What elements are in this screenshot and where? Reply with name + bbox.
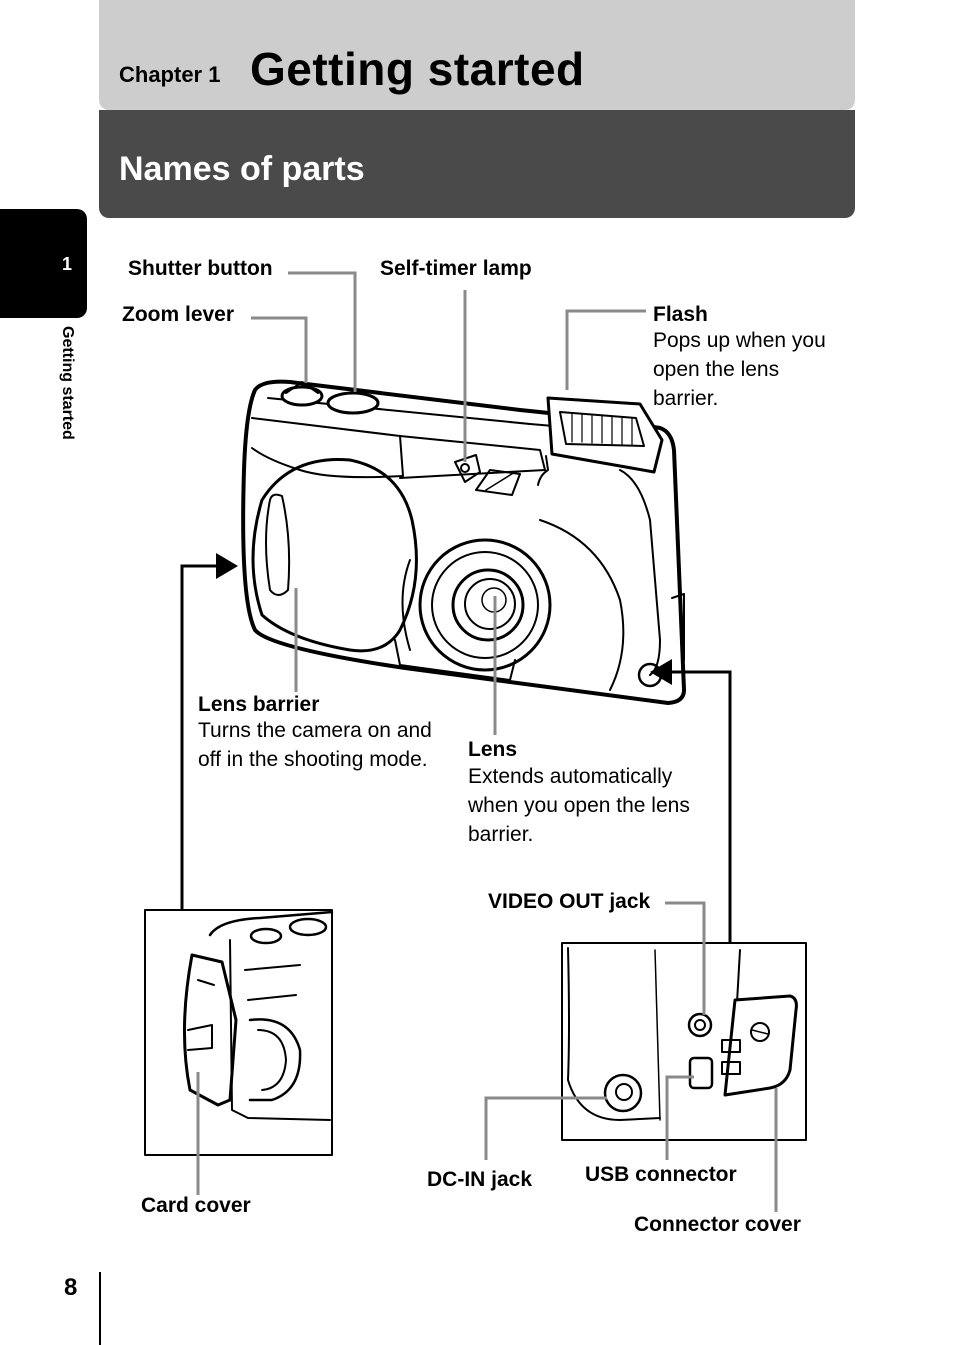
lens-description: Extends automatically when you open the … [468, 765, 690, 846]
label-lens: Lens [468, 738, 518, 761]
label-card-cover: Card cover [141, 1194, 251, 1217]
page-number: 8 [64, 1274, 78, 1301]
label-flash: Flash [653, 303, 708, 326]
chapter-side-tab [0, 209, 87, 318]
lens-barrier-description: Turns the camera on and off in the shoot… [198, 719, 432, 771]
chapter-header-band [99, 0, 855, 110]
label-lens-barrier: Lens barrier [198, 693, 320, 716]
side-tab-text: Getting started [59, 326, 76, 440]
label-shutter-button: Shutter button [128, 257, 273, 280]
section-header-band [99, 110, 855, 218]
side-tab-number: 1 [62, 254, 73, 274]
label-video-out-jack: VIDEO OUT jack [488, 890, 651, 913]
chapter-label: Chapter 1 [119, 62, 221, 87]
label-dc-in-jack: DC-IN jack [427, 1168, 533, 1191]
label-self-timer-lamp: Self-timer lamp [380, 257, 532, 280]
label-connector-cover: Connector cover [634, 1213, 801, 1236]
label-zoom-lever: Zoom lever [122, 303, 235, 326]
page-divider [99, 1272, 101, 1345]
label-usb-connector: USB connector [585, 1163, 737, 1186]
flash-description: Pops up when you open the lens barrier. [653, 329, 826, 410]
section-title: Names of parts [119, 150, 365, 188]
chapter-title: Getting started [250, 43, 585, 95]
